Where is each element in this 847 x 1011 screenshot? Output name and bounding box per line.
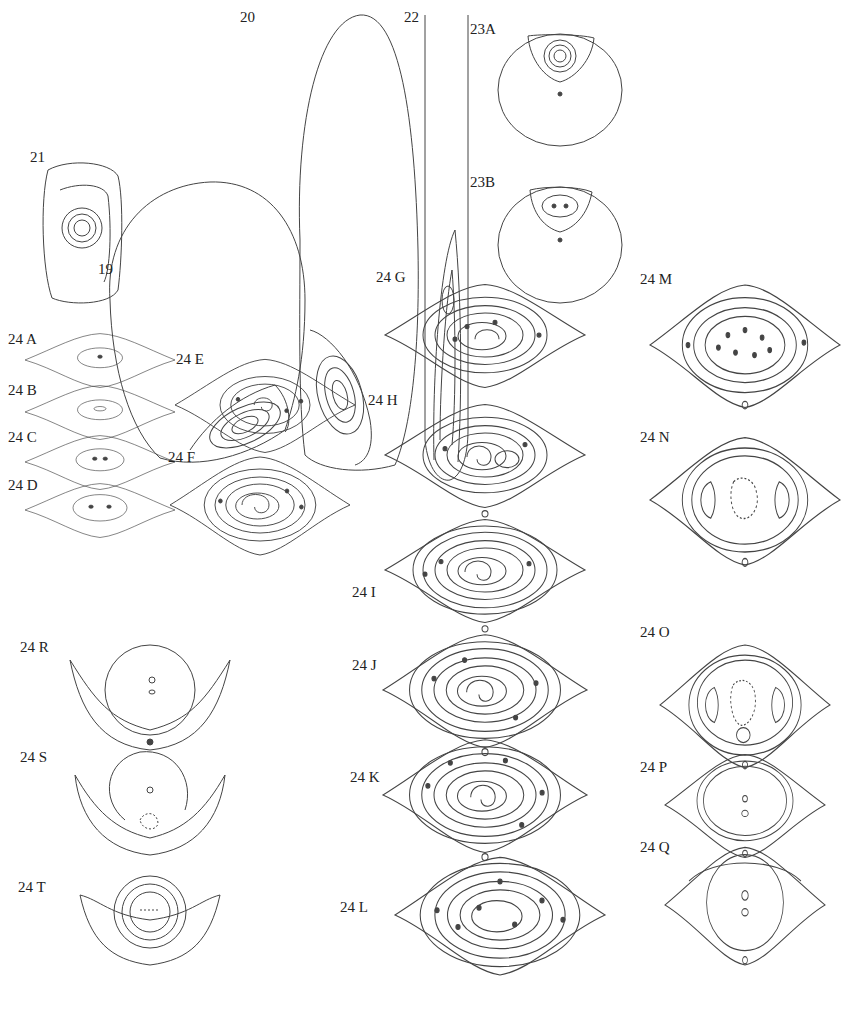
figure-number: 24 I <box>352 585 376 600</box>
figure-number: 22 <box>404 10 419 25</box>
section-24h <box>385 405 585 517</box>
section-24l <box>395 857 605 975</box>
figure-number: 24 T <box>18 880 46 895</box>
section-24j <box>383 635 587 756</box>
section-24c <box>25 436 175 490</box>
section-24t <box>80 876 220 965</box>
figure-number: 24 L <box>340 900 368 915</box>
section-23a <box>498 34 622 146</box>
figure-number: 24 M <box>640 272 672 287</box>
figure-number: 23A <box>470 22 496 37</box>
section-20 <box>299 15 418 470</box>
section-23b <box>498 187 622 303</box>
section-24k <box>383 740 587 861</box>
figure-number: 20 <box>240 10 255 25</box>
figure-number: 24 C <box>8 430 37 445</box>
figure-number: 24 K <box>350 770 380 785</box>
figure-number: 24 B <box>8 383 37 398</box>
figure-number: 24 O <box>640 625 670 640</box>
section-24i <box>385 520 585 632</box>
figure-number: 24 S <box>20 750 47 765</box>
figure-number: 24 J <box>352 658 377 673</box>
figure-number: 24 R <box>20 640 49 655</box>
figure-number: 24 D <box>8 478 38 493</box>
section-24m <box>650 285 840 409</box>
section-24n <box>650 438 840 567</box>
figure-number: 21 <box>30 150 45 165</box>
section-24o <box>660 645 830 769</box>
section-24p <box>665 755 825 858</box>
section-24f <box>170 457 350 555</box>
figure-number: 24 N <box>640 430 670 445</box>
figure-number: 24 Q <box>640 840 670 855</box>
figure-number: 24 P <box>640 760 667 775</box>
section-24r <box>70 645 230 750</box>
section-24s <box>75 752 225 855</box>
section-24b <box>25 386 175 440</box>
section-24g <box>385 285 585 388</box>
figure-number: 24 G <box>376 270 406 285</box>
figure-number: 24 E <box>176 352 204 367</box>
figure-number: 23B <box>470 175 495 190</box>
figure-number: 19 <box>98 262 113 277</box>
figure-number: 24 F <box>168 450 195 465</box>
section-24d <box>25 484 175 538</box>
section-19 <box>110 182 305 462</box>
figure-number: 24 H <box>368 393 398 408</box>
section-24a <box>25 334 175 388</box>
section-24q <box>665 847 825 965</box>
section-24e <box>175 359 355 452</box>
figure-number: 24 A <box>8 332 37 347</box>
